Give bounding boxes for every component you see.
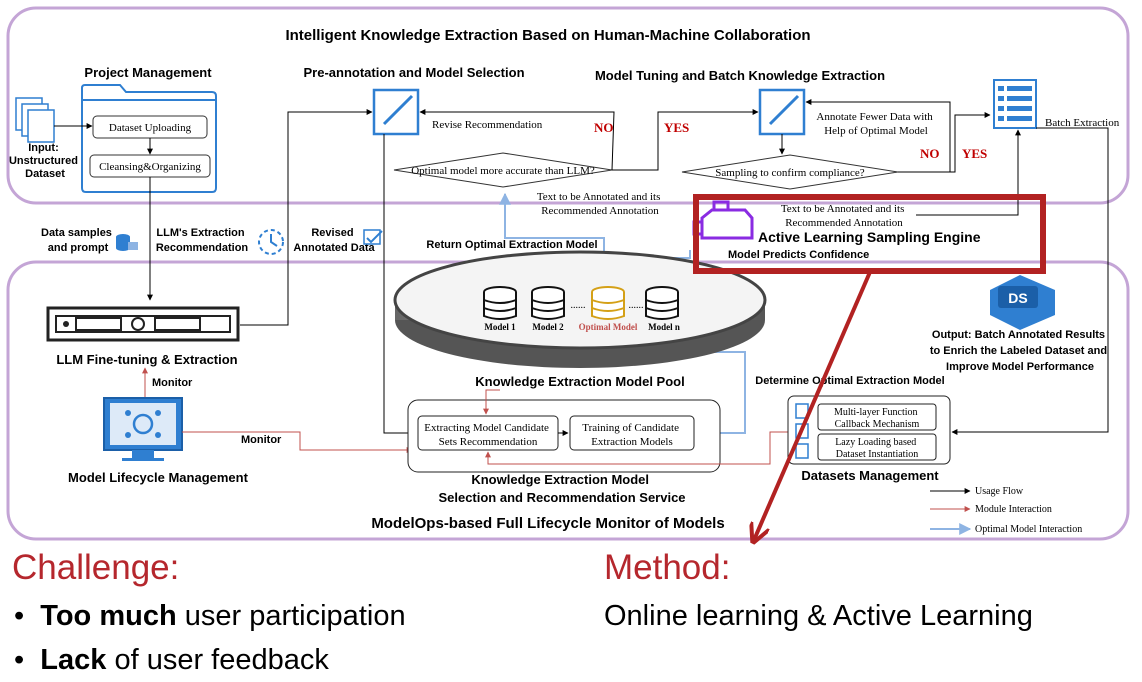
monitor-red-arrow-right [182,431,413,453]
bullet-1-bold: Too much [40,600,177,632]
cleansing-label: Cleansing&Organizing [99,161,201,173]
annotate-fewer-label: Annotate Fewer Data with Help of Optimal… [816,111,935,137]
lifecycle-label: Model Lifecycle Management [68,470,249,485]
ds-badge-text: DS [1008,290,1027,306]
decision-llm-label: Optimal model more accurate than LLM? [411,165,595,177]
legend [930,488,972,535]
training-box [569,415,695,451]
engine-icon [692,200,754,240]
architecture-diagram: Intelligent Knowledge Extraction Based o… [6,6,1130,545]
edit-icon-2 [758,88,806,136]
highlight-arrow [754,271,872,540]
text-annotated-label-1: Text to be Annotated and its Recommended… [537,191,663,217]
model-2-label: Model 2 [532,322,564,332]
arrow-pre-down-to-service [383,134,415,436]
callback-label: Multi-layer Function Callback Mechanism [834,407,920,430]
list-icon [993,79,1037,129]
pre-annotation-heading: Pre-annotation and Model Selection [303,65,524,80]
datasets-label: Datasets Management [801,468,939,483]
confidence-label: Model Predicts Confidence [728,249,869,261]
no-label-2: NO [920,146,940,161]
red-datasets-to-service [485,431,790,465]
arrow-yes-to-batch [898,112,991,173]
ds-output-icon [990,275,1055,330]
no-label-1: NO [594,120,614,135]
monitor-icon [103,397,183,461]
revise-recommendation-label: Revise Recommendation [432,119,543,131]
callback-box [817,403,937,431]
arrow-engine-to-batch [916,129,1021,216]
optimal-model-label: Optimal Model [579,322,638,332]
determine-label: Determine Optimal Extraction Model [755,375,944,387]
model-db-icons [483,286,679,320]
dots-2: ...... [629,300,644,311]
method-heading: Method: [604,548,731,587]
arrow-llm-to-pre [240,109,373,326]
top-panel [6,6,1130,205]
lazy-loading-box [817,433,937,461]
text-annotated-label-2: Text to be Annotated and its Recommended… [781,203,907,229]
pool-title: Knowledge Extraction Model Pool [475,374,684,389]
revised-annotated-label: Revised Annotated Data [293,227,375,254]
model-n-icon [645,286,679,320]
monitor-label-2: Monitor [241,434,282,446]
yes-label-2: YES [962,146,987,161]
bullet-1-rest: user participation [176,600,406,632]
bullet-dot: • [14,644,41,676]
project-management-heading: Project Management [84,65,212,80]
model-1-label: Model 1 [484,322,516,332]
bullet-2-bold: Lack [40,644,107,676]
training-label: Training of Candidate Extraction Models [582,422,682,448]
challenge-heading: Challenge: [12,548,180,587]
llm-recommendation-label: LLM's Extraction Recommendation [156,227,249,254]
model-2-icon [531,286,565,320]
return-optimal-label: Return Optimal Extraction Model [426,239,597,251]
challenge-bullet-2: • Lack of user feedback [14,644,329,677]
bullet-2-rest: of user feedback [106,644,329,676]
optimal-model-icon [591,286,625,320]
candidate-sets-label: Extracting Model Candidate Sets Recommen… [424,422,551,448]
monitor-label-1: Monitor [152,377,193,389]
yes-label-1: YES [664,120,689,135]
red-pool-to-service [483,389,500,415]
arrow-no-to-revise [419,109,615,171]
engine-label: Active Learning Sampling Engine [758,229,981,245]
arrow-batch-to-datasets [951,127,1109,435]
method-text: Online learning & Active Learning [604,600,1033,632]
bottom-panel-title: ModelOps-based Full Lifecycle Monitor of… [371,515,724,532]
batch-extraction-label: Batch Extraction [1045,117,1120,129]
legend-module: Module Interaction [975,504,1052,515]
data-samples-label: Data samples and prompt [41,227,115,254]
tuning-heading: Model Tuning and Batch Knowledge Extract… [595,68,885,83]
challenge-bullet-1: • Too much user participation [14,600,406,633]
database-icon [116,234,138,251]
decision-sampling-label: Sampling to confirm compliance? [715,167,864,179]
legend-optimal: Optimal Model Interaction [975,524,1082,535]
dataset-uploading-label: Dataset Uploading [109,122,192,134]
calendar-check-icon [363,229,383,245]
lazy-loading-label: Lazy Loading based Dataset Instantiation [835,437,919,460]
model-n-label: Model n [648,322,680,332]
llm-finetune-label: LLM Fine-tuning & Extraction [56,352,237,367]
dots-1: ...... [571,300,586,311]
output-label: Output: Batch Annotated Results to Enric… [930,329,1110,373]
server-icon [46,306,240,342]
document-stack-icon [15,97,55,143]
model-1-icon [483,286,517,320]
top-panel-title: Intelligent Knowledge Extraction Based o… [285,27,810,44]
bullet-dot: • [14,600,41,632]
highlight-box [693,194,1046,274]
arrow-yes-to-tuning [612,109,759,171]
service-label: Knowledge Extraction Model Selection and… [438,472,685,505]
edit-icon [372,88,420,136]
legend-usage: Usage Flow [975,486,1024,497]
clock-icon [258,229,284,255]
input-label: Input: Unstructured Dataset [9,142,81,180]
